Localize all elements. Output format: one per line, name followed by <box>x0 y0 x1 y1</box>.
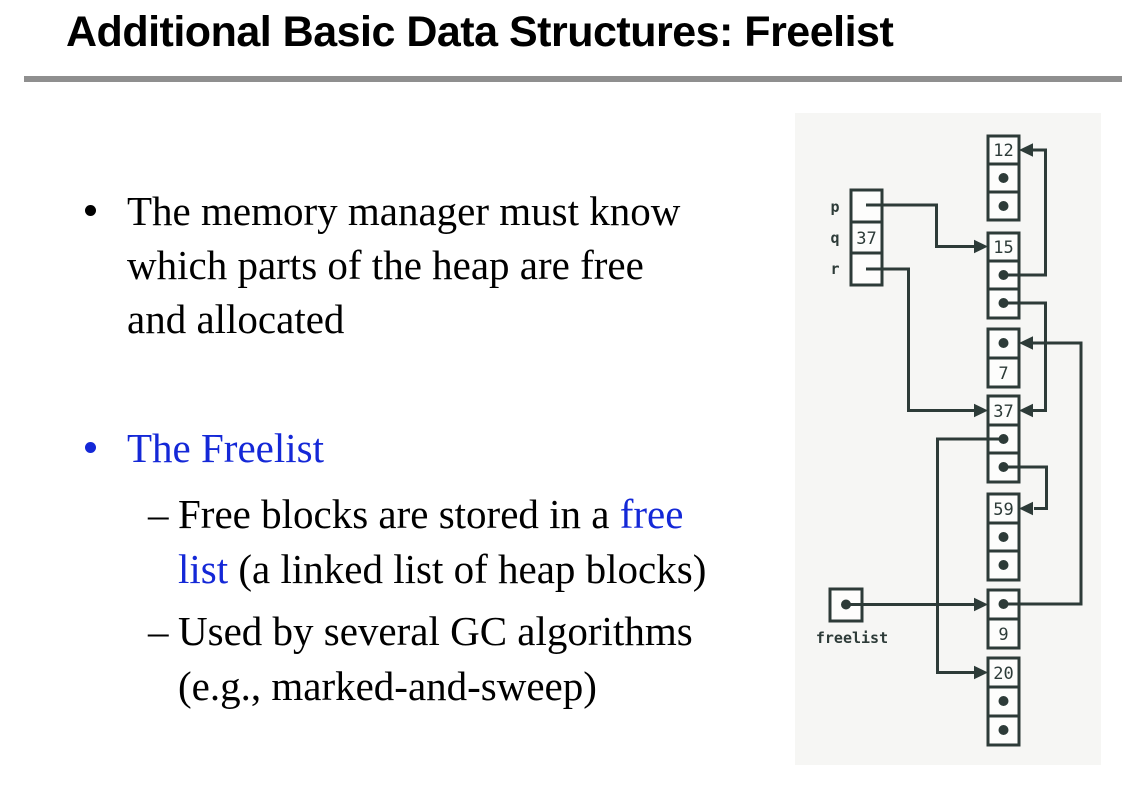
title-divider <box>24 76 1122 82</box>
label-r: r <box>830 260 839 278</box>
edge-15-to-12 <box>1003 148 1047 277</box>
block-size: 37 <box>993 402 1013 422</box>
bullet-the-freelist: The Freelist <box>85 421 324 475</box>
bullet-line: The memory manager must know <box>127 188 681 234</box>
arrowhead <box>1019 403 1033 418</box>
arrowhead <box>974 665 988 680</box>
arrowhead <box>1019 336 1033 350</box>
bullet-icon <box>85 442 96 453</box>
pointer-field-dot <box>998 532 1009 542</box>
freelist-label: freelist <box>816 629 888 647</box>
subbullet-line: Free blocks are stored in a free <box>178 487 706 542</box>
page-title: Additional Basic Data Structures: Freeli… <box>66 8 894 56</box>
block-size: 15 <box>993 238 1013 258</box>
freelist-root: freelist <box>816 587 888 647</box>
bullet-line: The Freelist <box>127 425 324 471</box>
block-size: 12 <box>993 141 1013 161</box>
block-size: 59 <box>993 500 1013 520</box>
subbullet-gc-algorithms: – Used by several GC algorithms (e.g., m… <box>148 604 693 714</box>
block-size: 7 <box>998 364 1008 384</box>
edge-15-to-37 <box>1003 301 1047 412</box>
edge-r-to-37 <box>866 267 975 412</box>
subbullet-line: (e.g., marked-and-sweep) <box>178 663 597 709</box>
pointer-field-dot <box>998 173 1009 183</box>
next-free-dot <box>998 338 1009 348</box>
arrowhead <box>1019 143 1033 157</box>
text-segment: (a linked list of heap blocks) <box>228 546 707 592</box>
text-segment: Free blocks are stored in a <box>178 491 620 537</box>
text-segment-highlight: free <box>619 491 684 537</box>
dash-icon: – <box>148 608 169 654</box>
edge-37-to-59 <box>1003 465 1048 510</box>
q-value: 37 <box>856 229 876 249</box>
bullet-line: and allocated <box>127 296 345 342</box>
freelist-diagram-panel: p q r 37 12 15 <box>795 113 1101 765</box>
block-size: 20 <box>993 664 1013 684</box>
pointer-field-dot <box>998 201 1009 211</box>
pointer-field-dot <box>998 560 1009 570</box>
bullet-line: which parts of the heap are free <box>127 242 644 288</box>
dash-icon: – <box>148 491 169 537</box>
arrowhead <box>1019 501 1033 516</box>
heap-block-20: 20 <box>986 656 1021 747</box>
heap-block-59: 59 <box>986 492 1021 582</box>
subbullet-text: Free blocks are stored in a free list (a… <box>178 487 706 597</box>
heap-block-7: 7 <box>986 327 1021 389</box>
bullet-memory-manager: The memory manager must know which parts… <box>85 184 680 346</box>
subbullet-line: Used by several GC algorithms <box>178 608 693 654</box>
label-q: q <box>830 229 839 247</box>
pointer-field-dot <box>998 725 1009 735</box>
text-segment-highlight: list <box>178 546 229 592</box>
pointer-field-dot <box>998 696 1009 706</box>
subbullet-text: Used by several GC algorithms (e.g., mar… <box>178 604 693 714</box>
heap-block-9: 9 <box>986 588 1021 650</box>
bullet-text: The memory manager must know which parts… <box>127 184 680 346</box>
edges <box>846 143 1083 680</box>
label-p: p <box>830 198 839 216</box>
arrowhead <box>974 403 988 418</box>
edge-p-to-15 <box>866 203 975 248</box>
block-size: 9 <box>998 625 1008 645</box>
freelist-diagram: p q r 37 12 15 <box>816 134 1083 747</box>
subbullet-free-blocks: – Free blocks are stored in a free list … <box>148 487 706 597</box>
edge-37-to-20 <box>936 437 1004 674</box>
bullet-icon <box>85 205 96 216</box>
subbullet-line: list (a linked list of heap blocks) <box>178 542 706 597</box>
arrowhead <box>974 239 988 254</box>
edge-9-to-7 <box>1003 341 1083 606</box>
heap-block-12: 12 <box>986 134 1021 222</box>
arrowhead <box>974 597 988 612</box>
